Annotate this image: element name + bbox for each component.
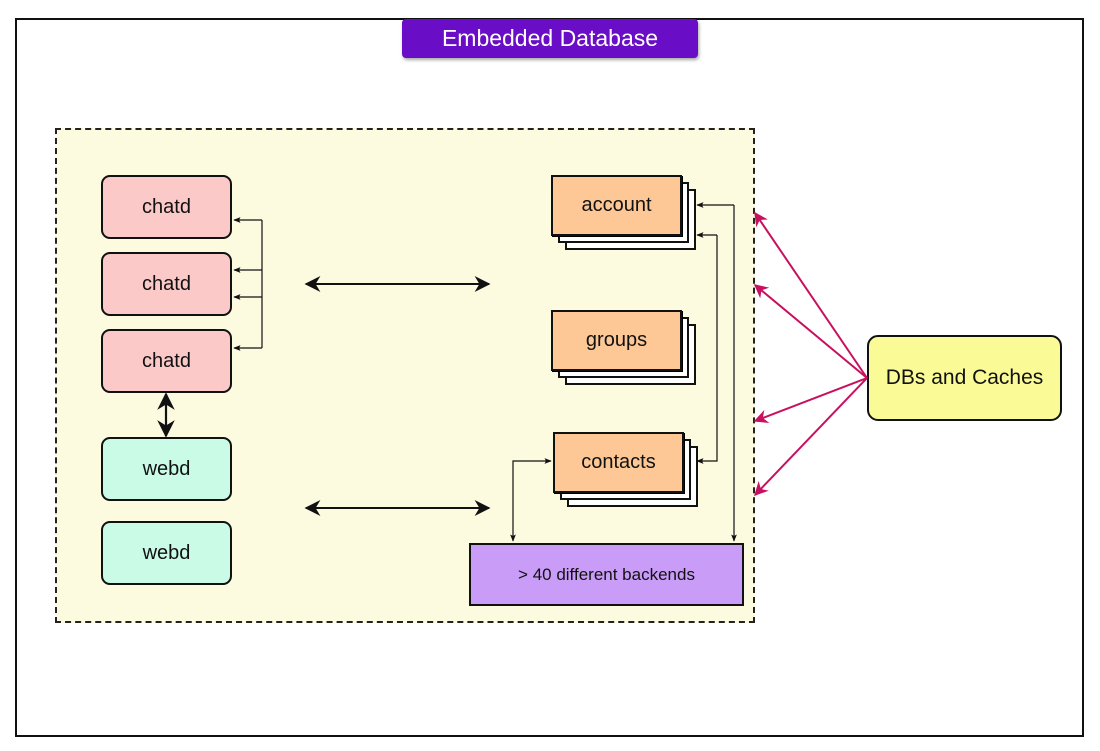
chatd-node-3: chatd <box>101 329 232 393</box>
dbs-and-caches-box: DBs and Caches <box>867 335 1062 421</box>
webd-node-1: webd <box>101 437 232 501</box>
chatd-bracket <box>233 217 263 351</box>
contacts-backends-link <box>510 458 552 542</box>
db-fanout-arrows <box>753 211 868 497</box>
contacts-stack: contacts <box>553 432 698 507</box>
service-bracket <box>696 202 737 542</box>
webd-node-2: webd <box>101 521 232 585</box>
account-service: account <box>551 175 682 236</box>
diagram-title: Embedded Database <box>402 19 698 58</box>
account-stack: account <box>551 175 696 250</box>
contacts-service: contacts <box>553 432 684 493</box>
groups-stack: groups <box>551 310 696 385</box>
chatd-node-1: chatd <box>101 175 232 239</box>
groups-service: groups <box>551 310 682 371</box>
backends-box: > 40 different backends <box>469 543 744 606</box>
chatd-node-2: chatd <box>101 252 232 316</box>
